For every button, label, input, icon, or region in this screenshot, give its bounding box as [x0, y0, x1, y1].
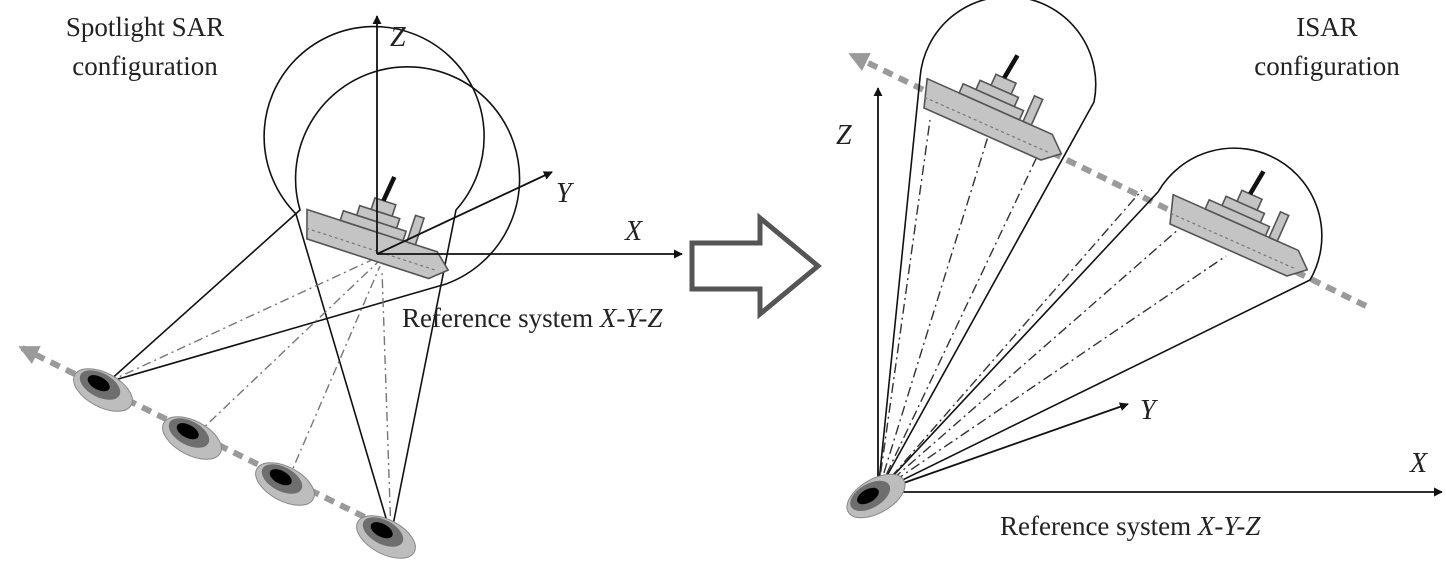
- left-beam-lobe-2: [263, 25, 485, 536]
- right-range-lines: [877, 119, 1227, 493]
- transition-arrow: [689, 212, 822, 320]
- right-panel: ISAR configuration Z Y X Reference syste…: [836, 0, 1443, 541]
- right-ship-2: [1162, 142, 1337, 283]
- left-axis-y-label: Y: [556, 178, 575, 209]
- right-reference-label: Reference system X-Y-Z: [1000, 511, 1261, 541]
- left-title-line2: configuration: [72, 51, 218, 81]
- left-axis-x-label: X: [624, 216, 643, 247]
- left-axis-z-label: Z: [390, 22, 406, 53]
- right-axis-z-label: Z: [836, 120, 852, 151]
- right-beam-lobe-2: [877, 147, 1323, 493]
- right-beam-lobe-1: [877, 0, 1097, 493]
- right-axis-y-label: Y: [1140, 395, 1159, 426]
- left-range-lines: [107, 257, 392, 536]
- right-axis-x-label: X: [1409, 448, 1428, 479]
- left-reference-label: Reference system X-Y-Z: [402, 303, 663, 333]
- left-title-line1: Spotlight SAR: [66, 12, 224, 42]
- left-panel: Spotlight SAR configuration Z Y X Refere…: [18, 12, 683, 567]
- left-antenna-1: [66, 359, 140, 421]
- right-antenna: [839, 464, 913, 528]
- right-ship-1: [916, 26, 1091, 167]
- left-axis-y: [376, 171, 553, 255]
- left-beam-lobe-1: [107, 66, 521, 383]
- right-title-line1: ISAR: [1296, 12, 1358, 42]
- right-axis-y: [877, 402, 1129, 493]
- left-ship: [298, 154, 470, 283]
- left-antenna-3: [248, 453, 322, 515]
- right-title-line2: configuration: [1254, 51, 1400, 81]
